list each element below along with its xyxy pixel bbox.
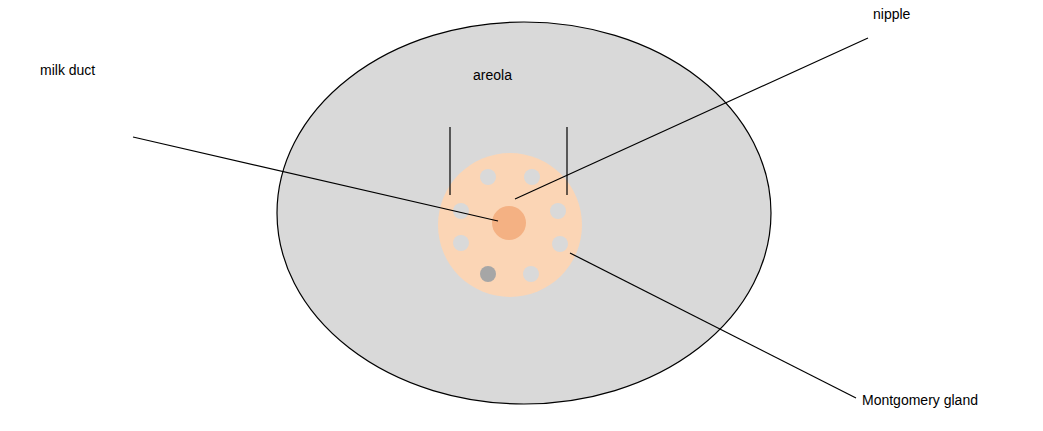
montgomery-glands (453, 169, 568, 282)
part-label: areola (473, 67, 512, 83)
breast-outline (277, 22, 771, 404)
leader-line (133, 137, 498, 221)
areola-bracket (566, 127, 567, 195)
leader-line (570, 253, 856, 398)
areola-bracket (449, 127, 450, 195)
leader-lines (133, 38, 868, 398)
nipple-disc (492, 206, 526, 240)
milk-duct-opening (480, 266, 496, 282)
areola-disc (438, 153, 582, 297)
part-label: milk duct (40, 62, 95, 78)
leader-line (515, 38, 868, 199)
part-label: Montgomery gland (862, 392, 978, 408)
part-label: nipple (873, 6, 910, 22)
